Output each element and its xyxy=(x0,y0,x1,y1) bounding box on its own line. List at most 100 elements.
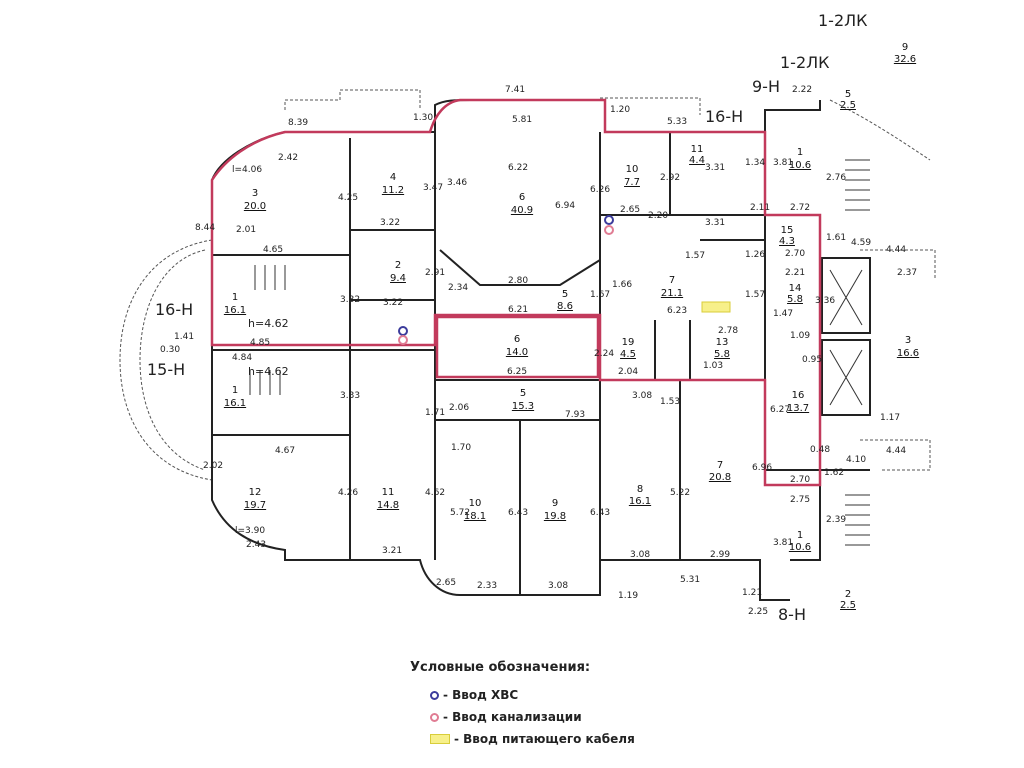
svg-text:10: 10 xyxy=(469,498,482,509)
svg-text:3.08: 3.08 xyxy=(548,581,568,591)
svg-text:l=3.90: l=3.90 xyxy=(235,526,265,536)
svg-text:l=4.06: l=4.06 xyxy=(232,165,262,175)
axis-label: 9-Н xyxy=(752,77,780,96)
svg-text:2.43: 2.43 xyxy=(246,540,266,550)
svg-text:4: 4 xyxy=(390,172,396,183)
premises-boundary xyxy=(210,98,822,487)
svg-text:16: 16 xyxy=(792,390,805,401)
svg-text:6.22: 6.22 xyxy=(508,163,528,173)
svg-text:3.33: 3.33 xyxy=(340,391,360,401)
svg-text:2.04: 2.04 xyxy=(618,367,638,377)
svg-text:4.25: 4.25 xyxy=(338,193,358,203)
svg-text:2.72: 2.72 xyxy=(790,203,810,213)
svg-text:19.8: 19.8 xyxy=(544,511,566,522)
stairs xyxy=(249,159,870,546)
walls xyxy=(211,99,871,601)
svg-text:1.34: 1.34 xyxy=(745,158,765,168)
svg-text:5.31: 5.31 xyxy=(680,575,700,585)
svg-text:14.8: 14.8 xyxy=(377,500,399,511)
legend-item-sewer: - Ввод канализации xyxy=(430,710,582,724)
legend: Условные обозначения: - Ввод ХВС - Ввод … xyxy=(0,650,1024,760)
svg-text:6.94: 6.94 xyxy=(555,201,575,211)
legend-title: Условные обозначения: xyxy=(410,660,591,675)
svg-text:2.75: 2.75 xyxy=(790,495,810,505)
water-inlet-symbol-2 xyxy=(398,326,408,336)
axis-label: 16-Н xyxy=(705,107,743,126)
svg-text:14: 14 xyxy=(789,283,802,294)
svg-text:4.4: 4.4 xyxy=(689,155,705,166)
yellow-rect-icon xyxy=(430,734,450,744)
svg-text:2.5: 2.5 xyxy=(840,100,856,111)
svg-text:3: 3 xyxy=(252,188,258,199)
svg-text:7.7: 7.7 xyxy=(624,177,640,188)
svg-text:19.7: 19.7 xyxy=(244,500,266,511)
svg-text:1: 1 xyxy=(232,385,238,396)
floor-plan: 1-2ЛК 1-2ЛК 9-Н 16-Н 16-Н 15-Н 8-Н 320.0… xyxy=(119,11,936,624)
svg-text:2.70: 2.70 xyxy=(785,249,805,259)
svg-text:11: 11 xyxy=(382,487,395,498)
svg-text:4.26: 4.26 xyxy=(338,488,358,498)
svg-text:1.41: 1.41 xyxy=(174,332,194,342)
svg-text:2.99: 2.99 xyxy=(710,550,730,560)
svg-text:5.8: 5.8 xyxy=(714,349,730,360)
svg-text:1.66: 1.66 xyxy=(612,280,632,290)
svg-text:3.81: 3.81 xyxy=(773,538,793,548)
svg-text:6: 6 xyxy=(519,192,525,203)
svg-text:1.09: 1.09 xyxy=(790,331,810,341)
legend-label: - Ввод канализации xyxy=(443,710,582,724)
svg-text:2.39: 2.39 xyxy=(826,515,846,525)
svg-text:7: 7 xyxy=(669,275,675,286)
svg-text:4.44: 4.44 xyxy=(886,245,906,255)
sewer-inlet-symbol xyxy=(604,225,614,235)
water-inlet-symbol xyxy=(604,215,614,225)
svg-text:2.21: 2.21 xyxy=(785,268,805,278)
svg-text:10.6: 10.6 xyxy=(789,542,811,553)
svg-text:13: 13 xyxy=(716,337,729,348)
svg-text:5.22: 5.22 xyxy=(670,488,690,498)
svg-text:2.92: 2.92 xyxy=(660,173,680,183)
svg-text:1.71: 1.71 xyxy=(425,408,445,418)
svg-text:4.3: 4.3 xyxy=(779,236,795,247)
svg-text:7: 7 xyxy=(717,460,723,471)
svg-text:3.21: 3.21 xyxy=(382,546,402,556)
blue-circle-icon xyxy=(430,690,439,700)
svg-text:1.57: 1.57 xyxy=(745,290,765,300)
svg-text:2.80: 2.80 xyxy=(508,276,528,286)
svg-text:16.1: 16.1 xyxy=(629,496,651,507)
svg-text:20.8: 20.8 xyxy=(709,472,731,483)
svg-text:3.46: 3.46 xyxy=(447,178,467,188)
svg-text:3.08: 3.08 xyxy=(630,550,650,560)
svg-text:3.08: 3.08 xyxy=(632,391,652,401)
dimension-labels: 7.41 8.39 1.30 5.81 1.20 5.33 2.42 6.22 … xyxy=(160,85,917,617)
svg-text:19: 19 xyxy=(622,337,635,348)
svg-text:6.96: 6.96 xyxy=(752,463,772,473)
svg-text:2.25: 2.25 xyxy=(748,607,768,617)
svg-text:6.43: 6.43 xyxy=(590,508,610,518)
svg-text:2.65: 2.65 xyxy=(620,205,640,215)
svg-text:8: 8 xyxy=(637,484,643,495)
svg-text:4.44: 4.44 xyxy=(886,446,906,456)
svg-text:6.26: 6.26 xyxy=(590,185,610,195)
svg-text:1.70: 1.70 xyxy=(451,443,471,453)
svg-text:9: 9 xyxy=(552,498,558,509)
svg-text:0.95: 0.95 xyxy=(802,355,822,365)
svg-text:16.6: 16.6 xyxy=(897,348,919,359)
svg-text:2.37: 2.37 xyxy=(897,268,917,278)
svg-text:4.62: 4.62 xyxy=(425,488,445,498)
svg-text:2: 2 xyxy=(845,589,851,600)
svg-text:11.2: 11.2 xyxy=(382,185,404,196)
svg-text:32.6: 32.6 xyxy=(894,54,916,65)
svg-text:1.21: 1.21 xyxy=(742,588,762,598)
svg-text:6.25: 6.25 xyxy=(507,367,527,377)
svg-text:2.06: 2.06 xyxy=(449,403,469,413)
svg-text:4.84: 4.84 xyxy=(232,353,252,363)
svg-text:1.19: 1.19 xyxy=(618,591,638,601)
svg-text:2.65: 2.65 xyxy=(436,578,456,588)
svg-text:0.30: 0.30 xyxy=(160,345,180,355)
svg-text:8.39: 8.39 xyxy=(288,118,308,128)
svg-text:20.0: 20.0 xyxy=(244,201,266,212)
svg-text:40.9: 40.9 xyxy=(511,205,533,216)
svg-text:0.48: 0.48 xyxy=(810,445,830,455)
axis-label: 8-Н xyxy=(778,605,806,624)
svg-text:2.70: 2.70 xyxy=(790,475,810,485)
